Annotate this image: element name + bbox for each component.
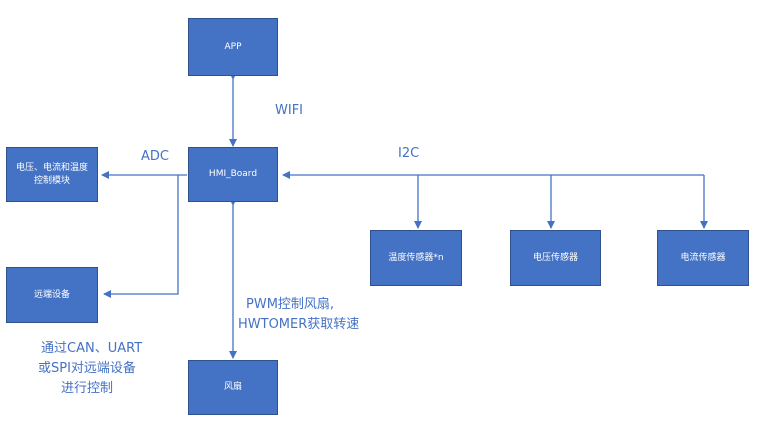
remote-label-line1: 通过CAN、UART	[41, 341, 143, 356]
curr-sensor-node-label: 电流传感器	[680, 252, 726, 263]
wifi-label: WIFI	[275, 103, 303, 118]
pwm-label-line1: PWM控制风扇,	[246, 297, 335, 312]
i2c-label: I2C	[398, 146, 420, 161]
power-module-node: 电压、电流和温度 控制模块	[6, 147, 98, 202]
fan-node-label: 风扇	[223, 382, 242, 392]
fan-node: 风扇	[188, 360, 278, 415]
temp-sensor-node: 温度传感器*n	[370, 230, 462, 286]
remote-device-node-label: 远端设备	[33, 289, 70, 300]
temp-sensor-node-label: 温度传感器*n	[388, 252, 444, 263]
pwm-label-line2: HWTOMER获取转速	[238, 317, 360, 332]
power-module-node-label: 电压、电流和温度 控制模块	[15, 162, 88, 186]
remote-connector	[103, 175, 179, 298]
volt-sensor-node-label: 电压传感器	[532, 252, 578, 263]
remote-label-line3: 进行控制	[61, 381, 114, 396]
hmi-board-node: HMI_Board	[188, 147, 278, 202]
app-node-label: APP	[224, 41, 242, 52]
remote-device-node: 远端设备	[6, 267, 98, 323]
volt-sensor-node: 电压传感器	[510, 230, 601, 286]
adc-label: ADC	[141, 149, 169, 164]
app-node: APP	[188, 18, 278, 76]
hmi-board-node-label: HMI_Board	[208, 169, 258, 179]
curr-sensor-node: 电流传感器	[657, 230, 749, 286]
remote-label-line2: 或SPI对远端设备	[38, 361, 136, 376]
